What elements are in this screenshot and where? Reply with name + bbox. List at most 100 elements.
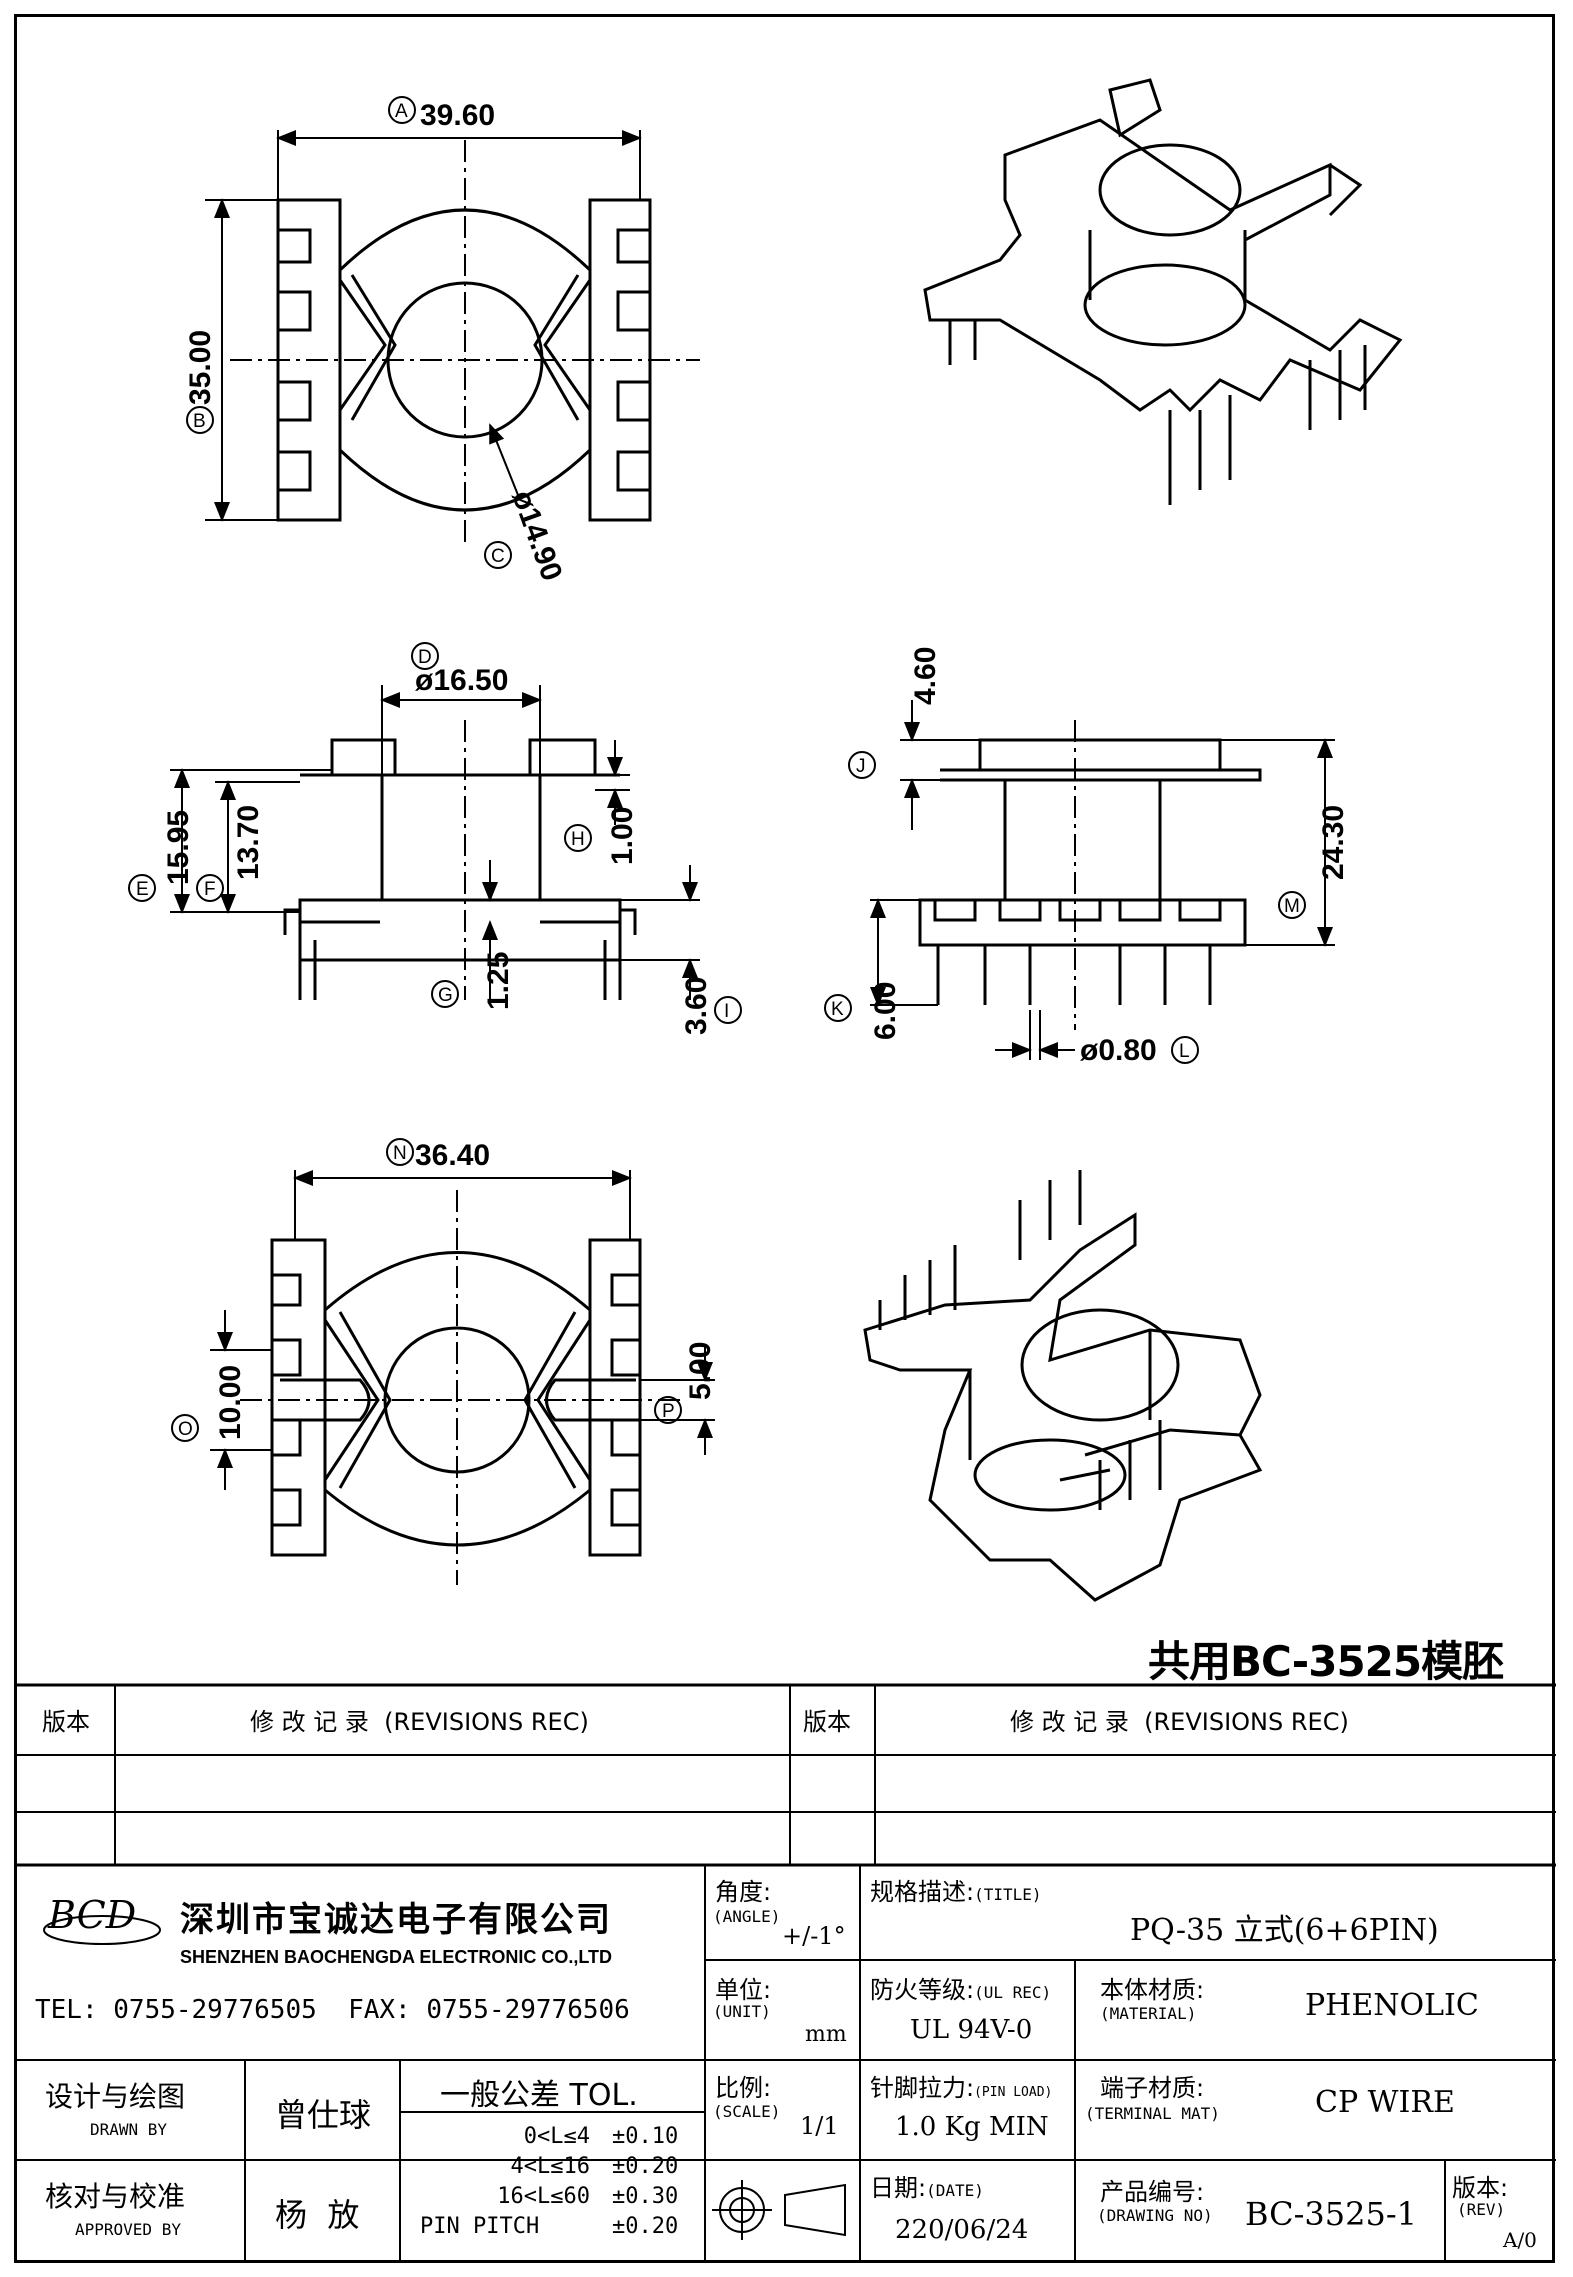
date-value: 220/06/24 xyxy=(895,2215,1029,2245)
terminal-en: (TERMINAL MAT) xyxy=(1085,2104,1220,2123)
company-name-en: SHENZHEN BAOCHENGDA ELECTRONIC CO.,LTD xyxy=(180,1947,612,1967)
label-C: C xyxy=(484,541,512,569)
label-L: L xyxy=(1171,1036,1199,1064)
drawing-value: BC-3525-1 xyxy=(1245,2195,1418,2233)
rev-left-ver-header: 版本 xyxy=(42,1708,90,1736)
tolerance-row: 4<L≤16±0.20 xyxy=(510,2154,679,2179)
label-D: D xyxy=(411,642,439,670)
angle-en: (ANGLE) xyxy=(713,1907,781,1926)
approved-label: 核对与校准 xyxy=(45,2180,186,2213)
dim-D-value: ø16.50 xyxy=(415,664,508,697)
title-label: 规格描述:(TITLE) xyxy=(870,1878,1042,1906)
unit-en: (UNIT) xyxy=(713,2002,771,2021)
dim-F-value: 13.70 xyxy=(232,805,265,880)
bottom-view xyxy=(240,1190,680,1585)
title-value: PQ-35 立式(6+6PIN) xyxy=(1130,1913,1439,1948)
tolerance-row: 16<L≤60±0.30 xyxy=(497,2184,679,2209)
svg-text:I: I xyxy=(724,1001,729,1022)
tolerance-row: PIN PITCH±0.20 xyxy=(420,2214,679,2239)
drawn-en: DRAWN BY xyxy=(90,2120,168,2139)
svg-text:B: B xyxy=(193,411,206,432)
rev-left-rec-header: 修 改 记 录 (REVISIONS REC) xyxy=(250,1708,589,1736)
iso-view-2 xyxy=(863,1170,1263,1602)
svg-text:H: H xyxy=(571,829,585,850)
label-A: A xyxy=(388,96,416,124)
label-O: O xyxy=(171,1414,199,1442)
company-logo: BCD xyxy=(40,1888,165,1948)
label-I: I xyxy=(714,996,742,1024)
iso-view-1 xyxy=(923,78,1403,505)
top-view xyxy=(230,140,700,545)
drawing-label: 产品编号: xyxy=(1100,2178,1205,2206)
drawing-en: (DRAWING NO) xyxy=(1097,2206,1213,2225)
rev-label: 版本: xyxy=(1452,2174,1509,2202)
dim-B-value: 35.00 xyxy=(184,330,217,405)
front-view xyxy=(283,720,637,1000)
dim-J-value: 4.60 xyxy=(909,647,942,705)
svg-text:F: F xyxy=(204,879,216,900)
svg-text:J: J xyxy=(856,756,866,777)
unit-value: mm xyxy=(805,2022,847,2047)
svg-text:M: M xyxy=(1284,896,1300,917)
label-B: B xyxy=(186,406,214,434)
label-F: F xyxy=(196,874,224,902)
dim-A-value: 39.60 xyxy=(420,99,495,132)
pinload-label: 针脚拉力:(PIN LOAD) xyxy=(870,2074,1053,2102)
dim-L-value: ø0.80 xyxy=(1080,1034,1157,1067)
dim-P-value: 5.00 xyxy=(684,1342,717,1400)
drawing-frame xyxy=(14,14,1555,2263)
pinload-value: 1.0 Kg MIN xyxy=(895,2112,1049,2142)
label-E: E xyxy=(128,874,156,902)
dim-G-value: 1.25 xyxy=(482,952,515,1010)
svg-text:P: P xyxy=(662,1401,675,1422)
svg-text:C: C xyxy=(491,546,505,567)
drawn-label: 设计与绘图 xyxy=(45,2080,186,2113)
dim-N-value: 36.40 xyxy=(415,1139,490,1172)
dim-H-value: 1.00 xyxy=(606,807,639,865)
company-contact: TEL: 0755-29776505 FAX: 0755-29776506 xyxy=(35,1995,630,2025)
rev-value: A/0 xyxy=(1503,2228,1537,2252)
svg-text:G: G xyxy=(438,985,453,1006)
svg-text:K: K xyxy=(831,999,844,1020)
scale-en: (SCALE) xyxy=(713,2102,781,2121)
rev-en: (REV) xyxy=(1457,2200,1506,2219)
tolerance-table: 0<L≤4±0.10 4<L≤16±0.20 16<L≤60±0.30 PIN … xyxy=(420,2122,678,2242)
scale-label: 比例: xyxy=(715,2074,772,2102)
label-H: H xyxy=(564,824,592,852)
dim-K-value: 6.00 xyxy=(869,982,902,1040)
terminal-label: 端子材质: xyxy=(1100,2074,1205,2102)
svg-text:A: A xyxy=(395,101,408,122)
material-value: PHENOLIC xyxy=(1305,1988,1479,2023)
ul-label: 防火等级:(UL REC) xyxy=(870,1976,1052,2004)
label-N: N xyxy=(386,1138,414,1166)
svg-text:D: D xyxy=(418,647,432,668)
svg-text:L: L xyxy=(1179,1041,1190,1062)
svg-text:BCD: BCD xyxy=(47,1893,136,1937)
unit-label: 单位: xyxy=(715,1976,772,2004)
approved-value: 杨 放 xyxy=(275,2196,360,2234)
material-en: (MATERIAL) xyxy=(1100,2004,1197,2023)
dim-I-value: 3.60 xyxy=(680,977,713,1035)
drawn-value: 曾仕球 xyxy=(275,2096,372,2134)
dim-O-value: 10.00 xyxy=(214,1365,247,1440)
dim-E-value: 15.95 xyxy=(162,810,195,885)
dim-M-value: 24.30 xyxy=(1317,805,1350,880)
date-label: 日期:(DATE) xyxy=(870,2174,984,2202)
svg-text:E: E xyxy=(136,879,149,900)
material-label: 本体材质: xyxy=(1100,1976,1205,2004)
label-G: G xyxy=(431,980,459,1008)
tolerance-title: 一般公差 TOL. xyxy=(440,2078,638,2113)
approved-en: APPROVED BY xyxy=(75,2220,181,2239)
ul-value: UL 94V-0 xyxy=(910,2015,1033,2045)
angle-label: 角度: xyxy=(715,1878,772,1906)
rev-right-ver-header: 版本 xyxy=(803,1708,851,1736)
rev-right-rec-header: 修 改 记 录 (REVISIONS REC) xyxy=(1010,1708,1349,1736)
label-K: K xyxy=(824,994,852,1022)
angle-value: +/-1° xyxy=(782,1922,846,1950)
svg-text:O: O xyxy=(178,1419,193,1440)
scale-value: 1/1 xyxy=(800,2112,839,2140)
label-P: P xyxy=(654,1396,682,1424)
svg-text:N: N xyxy=(393,1143,407,1164)
